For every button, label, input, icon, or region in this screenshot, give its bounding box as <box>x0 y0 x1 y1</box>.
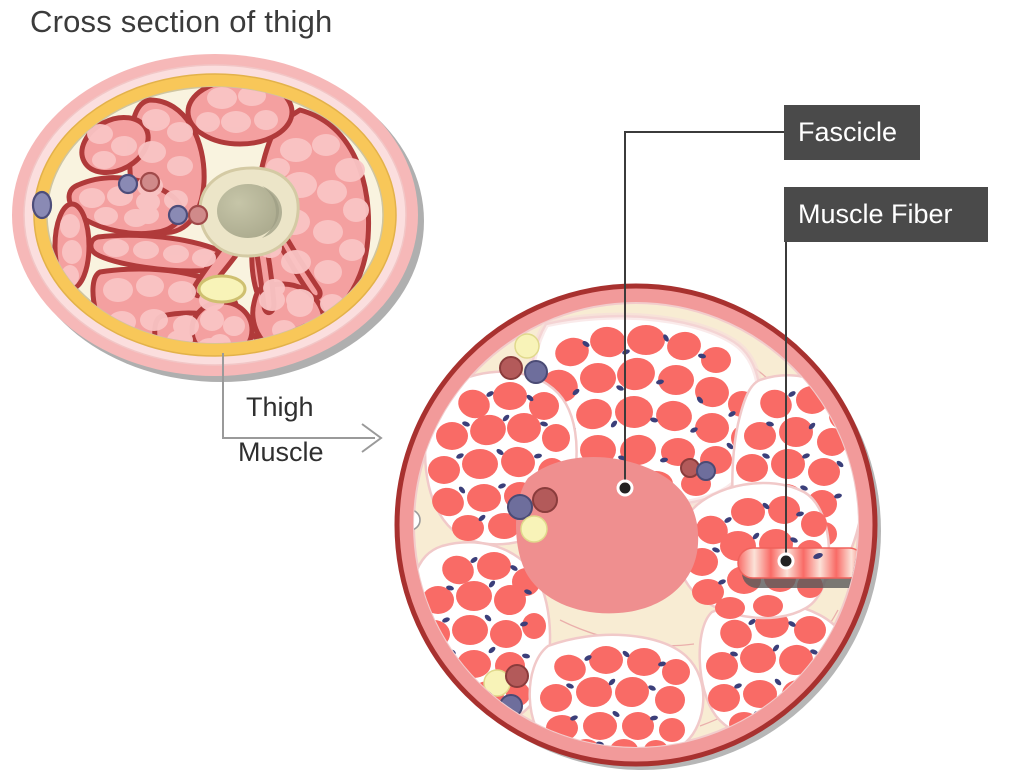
protruding-muscle-fiber <box>737 547 858 588</box>
endpoint-muscle-fiber <box>777 552 795 570</box>
thigh-cross-section <box>12 54 424 382</box>
nerve <box>520 515 548 543</box>
vein <box>524 360 548 384</box>
vein <box>167 204 189 226</box>
vessel-cluster-mid-right <box>680 458 716 481</box>
callout-fascicle[interactable]: Fascicle <box>784 105 920 160</box>
nerve <box>197 274 247 304</box>
artery <box>680 458 700 478</box>
callout-muscle-fiber-label: Muscle Fiber <box>798 199 953 229</box>
bone-marrow <box>217 184 279 238</box>
vessel-cluster-center-left <box>507 487 558 543</box>
page-title: Cross section of thigh <box>30 4 333 39</box>
callout-fascicle-label: Fascicle <box>798 117 898 147</box>
femur-bone <box>198 166 300 258</box>
artery <box>505 664 529 688</box>
fascicle-bottom <box>528 633 705 747</box>
vein <box>507 494 533 520</box>
vein <box>117 173 139 195</box>
muscle-cross-section <box>394 283 881 770</box>
vessel-cluster-upper-left <box>499 333 548 384</box>
vein <box>31 190 53 220</box>
artery <box>139 171 161 193</box>
vein <box>696 461 716 481</box>
thigh-vessels <box>31 171 247 304</box>
callout-endpoints <box>616 479 795 570</box>
nerve <box>514 333 540 359</box>
thigh-muscle-connector <box>222 353 383 453</box>
artery <box>187 204 209 226</box>
callout-leader-lines <box>624 131 787 561</box>
artery <box>499 356 523 380</box>
endpoint-fascicle <box>616 479 634 497</box>
vessel-clusters <box>473 333 716 718</box>
connector-label-thigh: Thigh <box>246 392 314 422</box>
fascicle-center-solid <box>516 457 699 614</box>
callout-muscle-fiber[interactable]: Muscle Fiber <box>784 187 988 242</box>
artery <box>532 487 558 513</box>
connector-label-muscle: Muscle <box>238 437 324 467</box>
leader-fascicle <box>624 131 784 488</box>
